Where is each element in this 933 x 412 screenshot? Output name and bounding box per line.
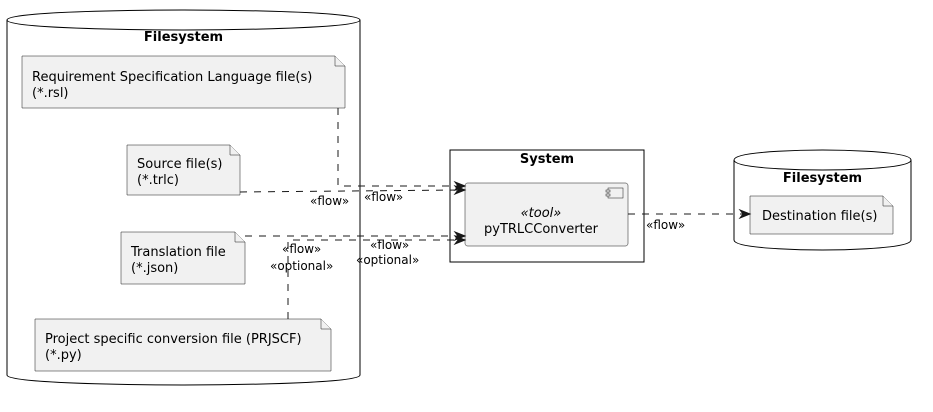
edge-source-label: «flow»	[310, 194, 349, 208]
note-prjscf-line2: (*.py)	[45, 348, 82, 363]
edge-output-label: «flow»	[646, 218, 685, 232]
edge-prjscf-optional-label: «optional»	[270, 259, 333, 273]
edge-prjscf-flow-label: «flow»	[282, 242, 321, 256]
note-source-line2: (*.trlc)	[137, 173, 179, 188]
note-destination-file[interactable]: Destination file(s)	[749, 195, 894, 235]
right-filesystem-title: Filesystem	[783, 171, 862, 186]
component-name: pyTRLCConverter	[484, 222, 599, 237]
note-translation-line1: Translation file	[130, 245, 226, 260]
note-translation-line2: (*.json)	[131, 261, 178, 276]
note-prjscf-line1: Project specific conversion file (PRJSCF…	[45, 332, 302, 347]
edge-source-to-converter: «flow»	[239, 184, 467, 208]
component-stereotype: «tool»	[521, 206, 562, 221]
edge-translation-to-converter: «flow» «optional»	[245, 230, 467, 267]
edge-converter-to-destination: «flow»	[628, 208, 752, 232]
note-source-file[interactable]: Source file(s) (*.trlc)	[126, 144, 241, 196]
destination-label: Destination file(s)	[762, 209, 877, 224]
left-filesystem-title: Filesystem	[144, 30, 223, 45]
note-translation-file[interactable]: Translation file (*.json)	[120, 231, 246, 285]
note-source-line1: Source file(s)	[137, 157, 223, 172]
component-pytrlcconverter[interactable]: «tool» pyTRLCConverter	[464, 182, 629, 247]
note-rsl-line1: Requirement Specification Language file(…	[32, 70, 312, 85]
edge-translation-optional-label: «optional»	[356, 253, 419, 267]
edge-prjscf-to-converter: «flow» «optional»	[270, 234, 467, 319]
note-rsl-file[interactable]: Requirement Specification Language file(…	[21, 55, 346, 109]
system-title: System	[520, 152, 574, 167]
note-prjscf-file[interactable]: Project specific conversion file (PRJSCF…	[34, 318, 332, 372]
note-rsl-line2: (*.rsl)	[32, 86, 69, 101]
edge-rsl-label: «flow»	[364, 190, 403, 204]
edge-translation-flow-label: «flow»	[370, 238, 409, 252]
